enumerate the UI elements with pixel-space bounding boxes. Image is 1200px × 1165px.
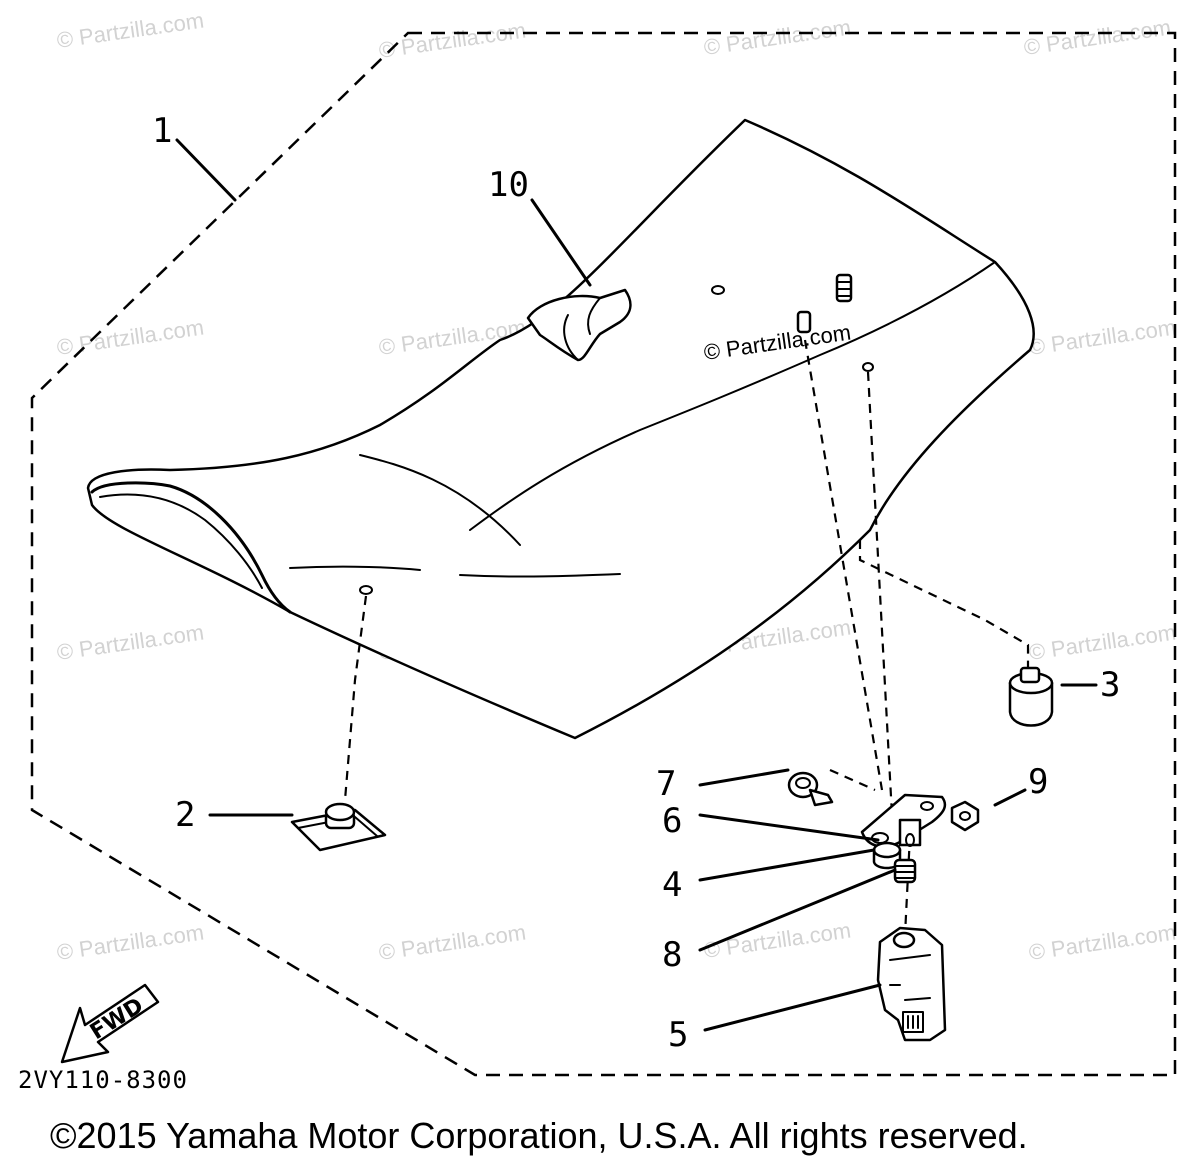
guide-line-2 [343,595,368,801]
callout-9: 9 [1028,762,1048,802]
seat [86,118,1035,740]
seat-hole [862,362,874,372]
callout-4: 4 [662,865,682,905]
fwd-label: FWD [86,993,148,1045]
callout-6: 6 [662,801,682,841]
guide-line-6 [803,339,884,791]
watermark: © Partzilla.com [1027,620,1177,665]
seat-hole [711,285,725,295]
seat-front-lip-inner [99,493,263,589]
seat-stud [796,310,812,334]
callout-10: 10 [488,165,529,205]
copyright-notice: ©2015 Yamaha Motor Corporation, U.S.A. A… [50,1115,1028,1156]
seat-hole [359,585,373,595]
stud-thread [836,281,852,297]
callout-1: 1 [152,111,172,151]
seat-side-line-2 [459,573,621,578]
assembly-boundary [30,31,1177,1077]
leader-lines [175,138,1098,1032]
watermark: © Partzilla.com [1027,315,1177,360]
watermark: © Partzilla.com [1027,920,1177,965]
callout-5: 5 [668,1015,688,1055]
guide-line-3 [858,540,1030,672]
watermark: © Partzilla.com [377,920,527,965]
seat-tail-edge [469,261,996,531]
callout-2: 2 [175,795,195,835]
guide-line-7 [829,768,876,792]
callout-8: 8 [662,935,682,975]
seat-crease [359,454,521,546]
watermark: © Partzilla.com [55,920,205,965]
part-2-plate-nut [290,802,387,852]
part-10-strap [526,288,632,362]
watermark: © Partzilla.com [702,15,852,60]
callout-7: 7 [656,764,676,804]
guide-line-4 [866,371,894,816]
seat-front-lip [90,481,292,614]
watermark: © Partzilla.com [55,620,205,665]
diagram-code: 2VY110-8300 [18,1066,188,1094]
part-6-bracket [860,793,947,848]
part-3-damper [1008,666,1054,727]
part-8-spring [893,858,917,884]
seat-side-line [289,565,421,571]
guide-line-8 [903,834,912,936]
seat-outline [86,118,1035,740]
callouts: 1 10 2 3 7 9 6 4 8 5 [152,111,1120,1055]
callout-3: 3 [1100,665,1120,705]
part-5-seat-lock [876,926,947,1042]
part-9-nut [950,800,980,832]
watermark: © Partzilla.com [377,18,527,63]
watermark: © Partzilla.com [55,8,205,53]
fwd-arrow: FWD [60,983,160,1064]
watermark: © Partzilla.com [1022,15,1172,60]
part-7-bolt [787,771,834,807]
